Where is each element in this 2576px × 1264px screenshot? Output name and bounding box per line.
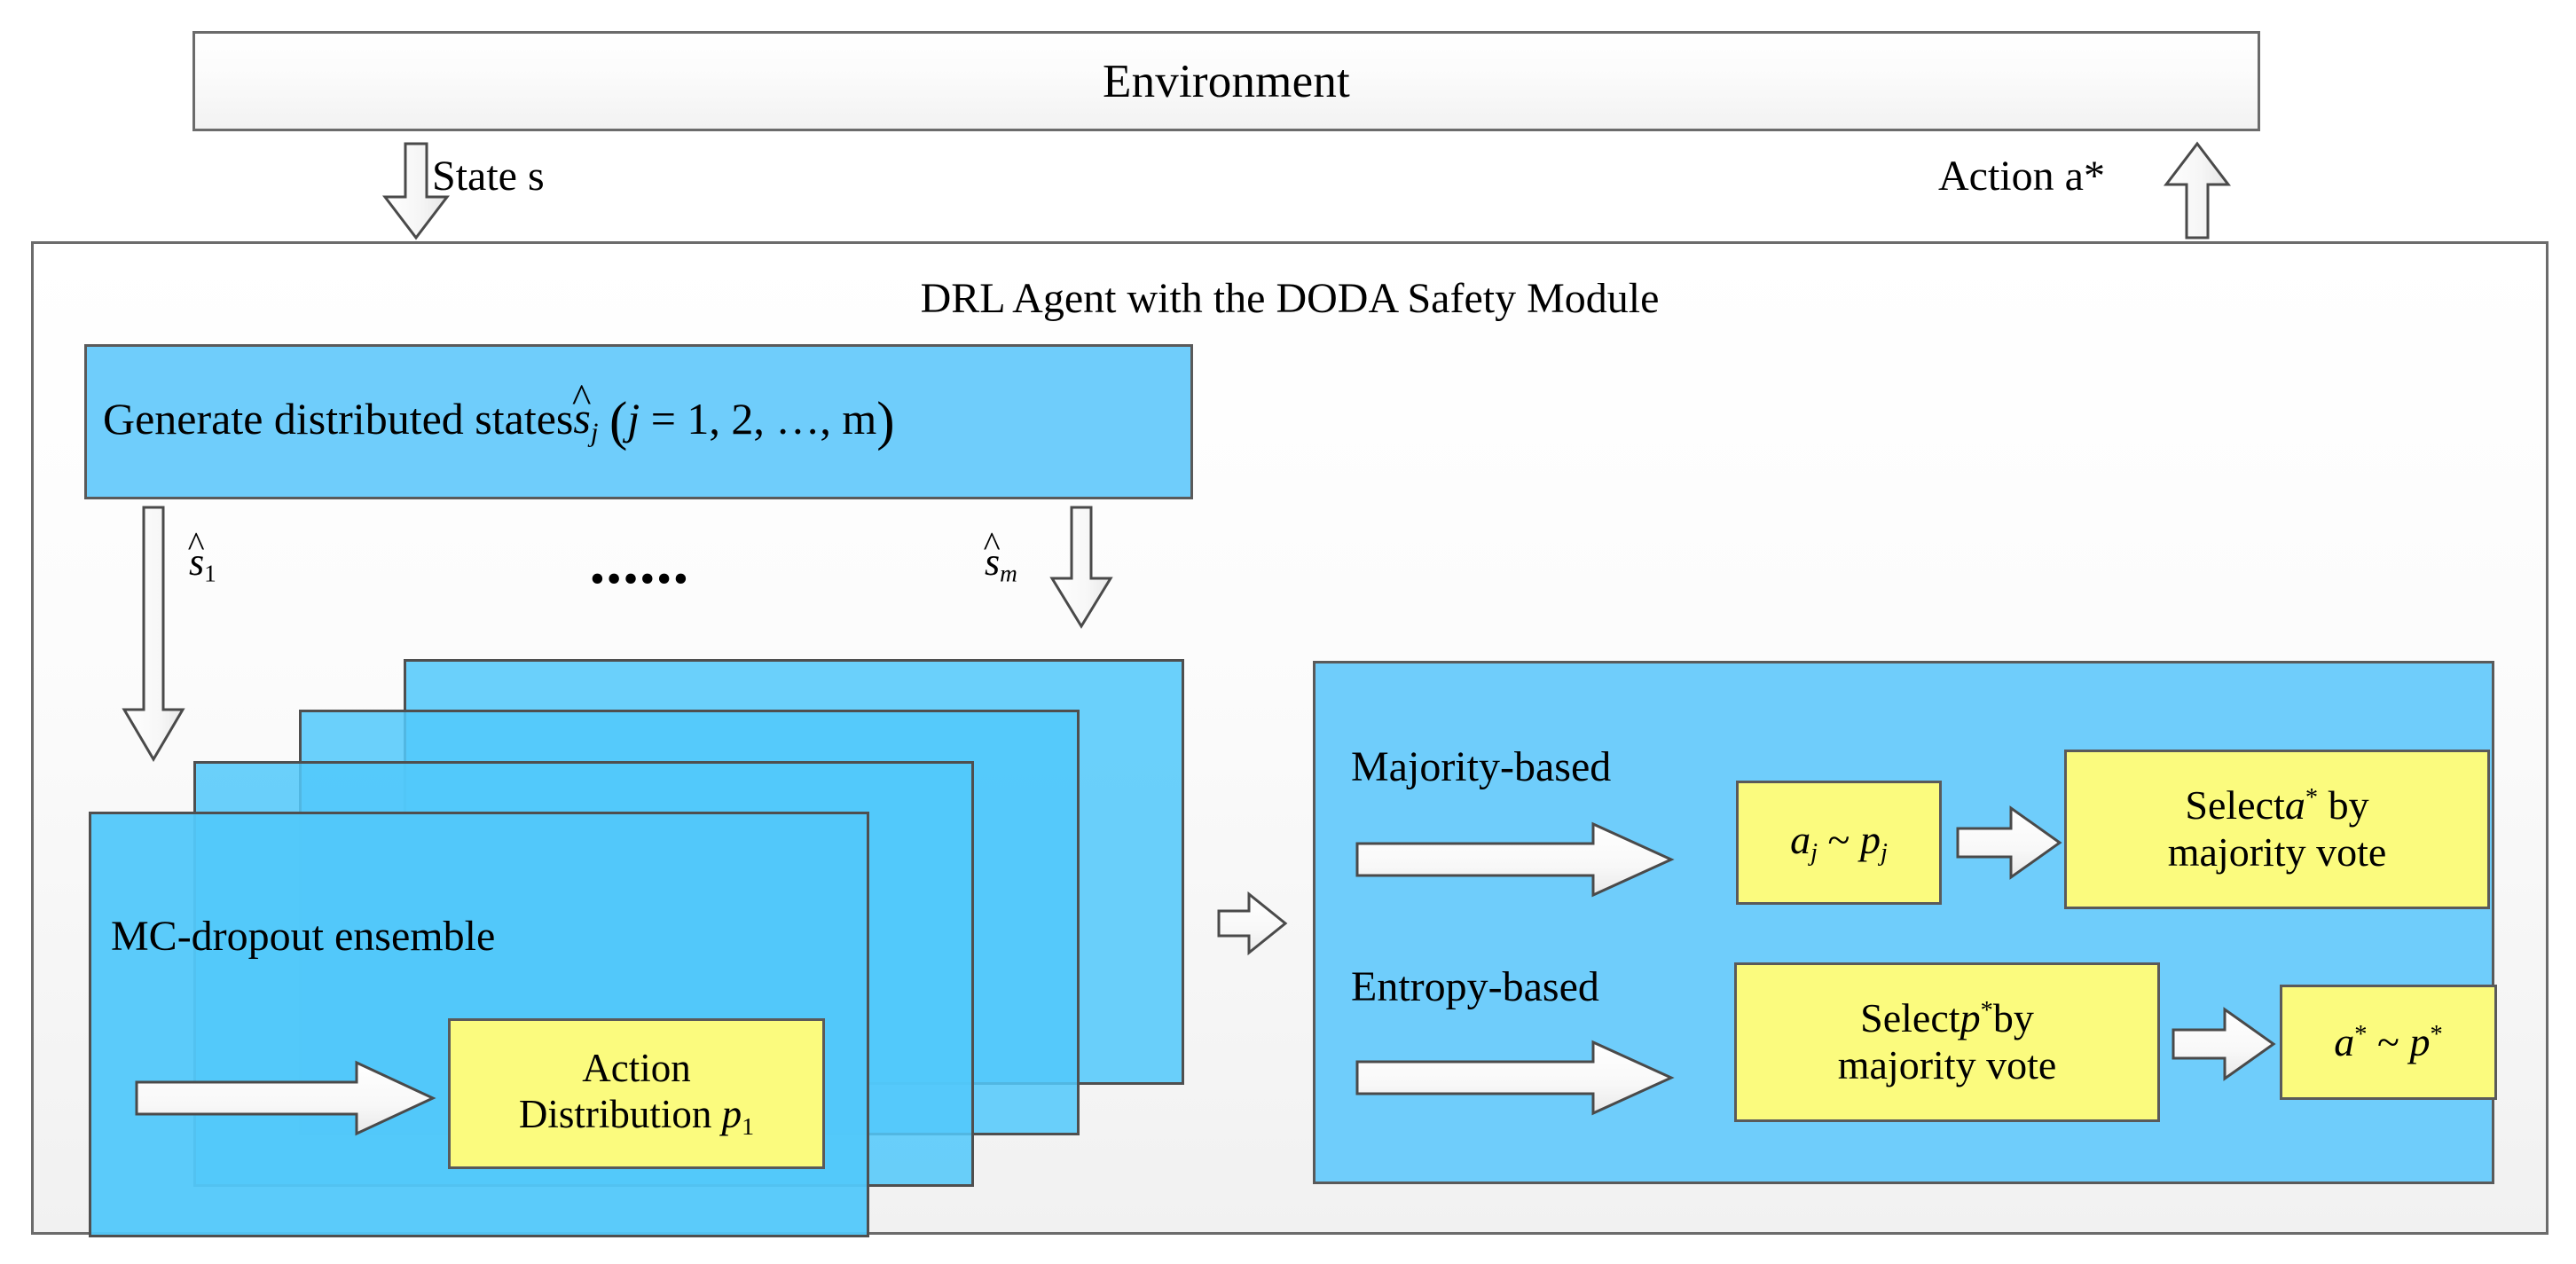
p-subscript: j: [1880, 839, 1888, 868]
entropy-flow-arrow-icon: [1355, 1040, 1675, 1116]
by-word: by: [1992, 995, 2034, 1041]
distribution-subscript: 1: [742, 1112, 755, 1141]
p-base: p: [2409, 1018, 2431, 1064]
generate-states-prefix: Generate distributed states: [103, 393, 574, 444]
action-distribution-box: Action Distribution p1: [448, 1018, 825, 1169]
action-label: Action a*: [1938, 153, 2105, 200]
state-arrow-down-icon: [376, 142, 456, 241]
majority-sample-box: aj ~ pj: [1736, 781, 1942, 905]
entropy-select-line2: majority vote: [1837, 1042, 2057, 1087]
branch-label-last: ^sm: [984, 524, 1017, 588]
range-open-paren: (: [609, 391, 628, 451]
ensemble-card-label: MC-dropout ensemble: [111, 913, 496, 960]
environment-box: Environment: [192, 31, 2260, 131]
entropy-result-expression: a* ~ p*: [2334, 1019, 2442, 1066]
hat-accent-icon: ^: [571, 375, 592, 421]
a-star-superscript: *: [2354, 1020, 2368, 1048]
p-star-superscript: *: [2430, 1020, 2443, 1048]
hat-accent-icon: ^: [983, 524, 1001, 565]
state-hat-symbol: ^s: [572, 375, 592, 444]
tilde-operator: ~: [1827, 817, 1850, 863]
p-star-symbol: p: [1959, 995, 1981, 1041]
entropy-method-label: Entropy-based: [1351, 963, 1599, 1010]
range-body: = 1, 2, …, m: [650, 393, 877, 444]
entropy-select-box: Selectp*by majority vote: [1734, 962, 2160, 1122]
majority-result-box: Selecta* by majority vote: [2064, 750, 2490, 909]
majority-method-label: Majority-based: [1351, 743, 1612, 790]
s-hat-last-icon: ^s: [984, 524, 1001, 585]
distribution-symbol: p: [721, 1091, 742, 1136]
agent-title: DRL Agent with the DODA Safety Module: [920, 275, 1660, 322]
generate-distributed-states-box: Generate distributed states ^sj (j = 1, …: [84, 344, 1193, 499]
ensemble-to-distribution-arrow-icon: [135, 1060, 436, 1136]
star-superscript: *: [1980, 997, 1993, 1025]
action-star-symbol: a: [2284, 782, 2305, 828]
a-base: a: [2334, 1018, 2355, 1064]
entropy-select-line1: Selectp*by: [1860, 995, 2034, 1042]
ensemble-to-decision-arrow-icon: [1217, 891, 1288, 955]
s-hat-first-icon: ^s: [188, 524, 205, 585]
majority-result-line1: Selecta* by: [2185, 782, 2368, 829]
range-close-paren: ): [876, 391, 895, 451]
environment-label: Environment: [1103, 55, 1350, 107]
branch-arrow-first-icon: [119, 506, 190, 763]
select-word: Select: [2185, 782, 2285, 828]
a-base: a: [1790, 817, 1811, 863]
star-superscript: *: [2305, 784, 2319, 813]
majority-to-result-arrow-icon: [1956, 805, 2062, 880]
generate-states-text: Generate distributed states ^sj (j = 1, …: [103, 375, 895, 453]
entropy-result-box: a* ~ p*: [2280, 985, 2497, 1100]
state-label: State s: [432, 153, 545, 200]
state-symbol-subscript: j: [590, 416, 599, 448]
action-distribution-line1: Action: [582, 1046, 691, 1091]
branch-arrow-last-icon: [1047, 506, 1118, 630]
s-base: s: [985, 540, 1001, 584]
state-symbol-base: s: [573, 393, 591, 444]
branch-ellipsis: ••••••: [590, 555, 690, 602]
tilde-operator: ~: [2377, 1018, 2399, 1064]
entropy-to-result-arrow-icon: [2172, 1007, 2276, 1081]
majority-sample-expression: aj ~ pj: [1790, 817, 1888, 868]
action-distribution-line2-prefix: Distribution: [518, 1091, 712, 1136]
hat-accent-icon: ^: [187, 524, 205, 565]
select-word: Select: [1860, 995, 1960, 1041]
p-base: p: [1859, 817, 1881, 863]
by-word: by: [2328, 782, 2369, 828]
s-subscript-last: m: [1000, 560, 1017, 587]
majority-flow-arrow-icon: [1355, 821, 1675, 898]
action-arrow-up-icon: [2157, 140, 2237, 241]
branch-label-first: ^s1: [188, 524, 216, 588]
range-variable: j: [627, 393, 640, 444]
s-base: s: [189, 540, 205, 584]
majority-result-line2: majority vote: [2167, 829, 2387, 875]
s-subscript-first: 1: [204, 560, 216, 587]
action-distribution-line2: Distribution p1: [519, 1092, 754, 1142]
a-subscript: j: [1810, 839, 1818, 868]
